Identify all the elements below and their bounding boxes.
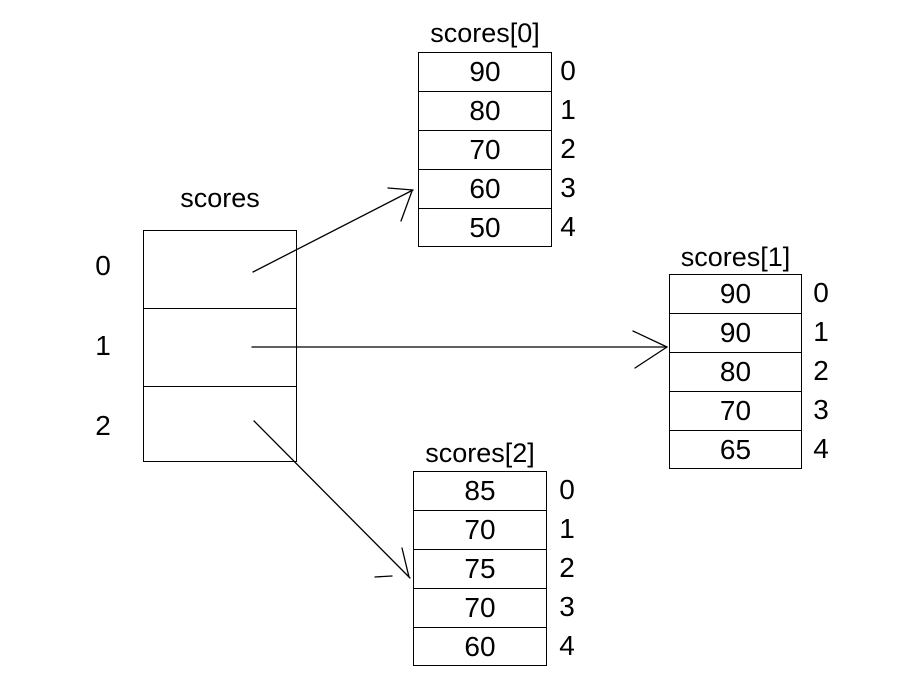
array-cell: 85 <box>414 472 546 511</box>
index-label: 4 <box>813 433 829 464</box>
index-label: 0 <box>813 277 829 308</box>
main-array-box <box>143 230 297 462</box>
array-cell: 80 <box>670 353 801 392</box>
index-label: 1 <box>560 94 576 125</box>
arrow-to-scores0-shaft <box>252 189 414 273</box>
main-index-label: 1 <box>95 330 111 361</box>
sub-array-title-2: scores[2] <box>425 438 535 468</box>
array-cell: 70 <box>414 511 546 550</box>
main-index-label: 0 <box>95 250 111 281</box>
index-label: 4 <box>560 211 576 242</box>
sub-array-table-0: 90 80 70 60 50 <box>418 52 552 247</box>
main-array-cell-2 <box>144 387 296 460</box>
array-cell: 90 <box>670 275 801 314</box>
main-array-cell-0 <box>144 231 296 309</box>
index-label: 3 <box>560 172 576 203</box>
array-cell: 65 <box>719 434 752 465</box>
index-label: 2 <box>560 133 576 164</box>
index-label: 0 <box>560 55 576 86</box>
index-label: 3 <box>813 394 829 425</box>
arrow-to-scores1-barb1 <box>632 330 668 348</box>
sub-array-table-1: 90 90 80 70 65 <box>669 274 802 469</box>
index-label: 1 <box>813 316 829 347</box>
array-cell: 90 <box>670 314 801 353</box>
sub-array-title-1: scores[1] <box>680 242 791 272</box>
array-cell: 50 <box>469 212 501 243</box>
main-array-cell-1 <box>144 309 296 387</box>
array-cell: 60 <box>419 170 551 209</box>
array-cell: 90 <box>419 53 551 92</box>
sub-array-title-0: scores[0] <box>430 18 540 48</box>
sub-array-table-2: 85 70 75 70 60 <box>413 471 547 666</box>
index-label: 2 <box>813 355 829 386</box>
array-cell: 70 <box>670 392 801 431</box>
index-label: 0 <box>559 474 575 505</box>
arrow-to-scores2-shaft <box>253 420 411 579</box>
main-array-title: scores <box>180 183 260 213</box>
array-cell: 70 <box>419 131 551 170</box>
arrow-to-scores0-barb2 <box>400 190 413 222</box>
index-label: 3 <box>559 591 575 622</box>
arrow-to-scores0-barb1 <box>387 187 414 191</box>
arrow-to-scores2-barb2 <box>401 547 410 578</box>
array-cell: 80 <box>419 92 551 131</box>
array-cell: 70 <box>414 589 546 628</box>
index-label: 4 <box>559 630 575 661</box>
index-label: 1 <box>559 513 575 544</box>
arrow-to-scores1-barb2 <box>634 346 668 369</box>
array-cell: 60 <box>464 631 496 662</box>
main-index-label: 2 <box>95 410 111 441</box>
arrow-to-scores2-barb1 <box>374 575 393 578</box>
array-cell: 75 <box>414 550 546 589</box>
index-label: 2 <box>559 552 575 583</box>
